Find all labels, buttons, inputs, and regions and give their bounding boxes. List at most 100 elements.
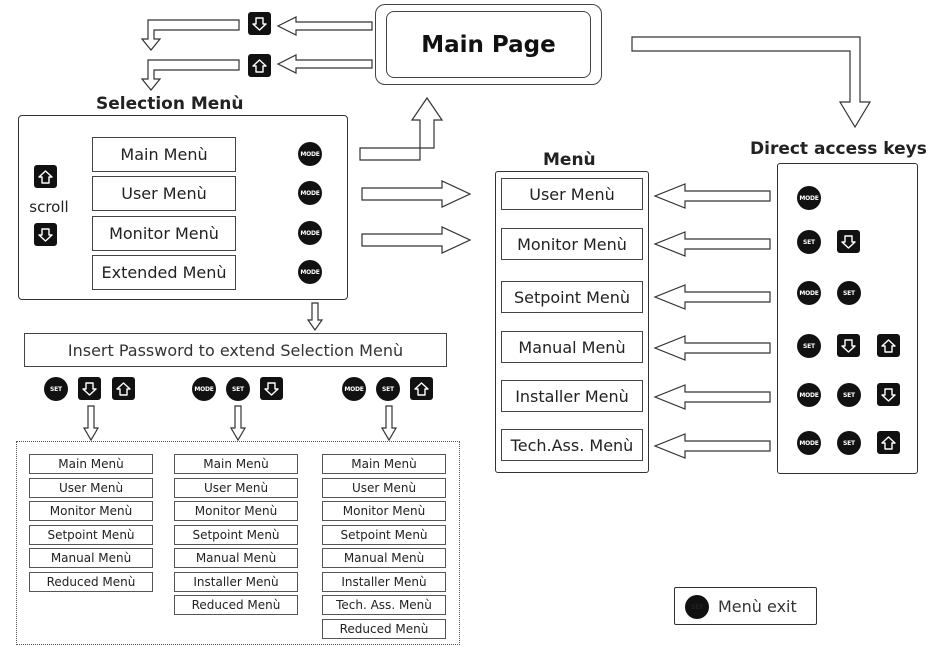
selection-menu-item: Monitor Menù [92,216,236,251]
main-page-down-key-icon [248,12,271,35]
main-to-down-key-arrow [276,16,373,36]
combo-1-up-icon [112,377,135,400]
direct-row-4-up-icon [877,334,900,357]
direct-row-4-set-icon: SET [797,334,821,358]
direct-to-menu-arrow-3 [653,284,771,310]
list-2-item: Installer Menù [174,571,298,592]
password-bar-label: Insert Password to extend Selection Menù [67,340,404,360]
direct-row-3-mode-icon: MODE [797,281,821,305]
selection-to-main-arrow [359,96,444,161]
combo-to-list-arrow-3 [380,405,398,442]
list-3-item: Tech. Ass. Menù [322,595,446,615]
down-arrow-glyph [841,234,856,249]
direct-to-menu-arrow-2 [653,231,771,257]
down-arrow-glyph [252,16,267,31]
direct-row-1-mode-icon: MODE [797,186,821,210]
up-arrow-glyph [881,435,896,450]
selection-to-menu-arrow-1 [361,180,472,208]
list-3-item: User Menù [322,477,446,498]
selection-menu-title: Selection Menù [96,94,244,114]
up-arrow-glyph [116,381,131,396]
direct-access-title: Direct access keys [750,139,927,159]
menu-item: Installer Menù [501,380,643,412]
direct-to-menu-arrow-5 [653,384,771,410]
menu-item: Setpoint Menù [501,281,643,313]
direct-to-menu-arrow-1 [653,183,771,209]
up-arrow-glyph [881,338,896,353]
selection-menu-mode-button-icon: MODE [298,221,322,245]
list-1-item: Main Menù [29,454,153,474]
menu-item: User Menù [501,178,643,210]
direct-row-5-mode-icon: MODE [797,383,821,407]
selection-menu-item: Main Menù [92,137,236,172]
selection-menu-item: User Menù [92,176,236,211]
combo-2-set-icon: SET [226,377,250,401]
list-1-item: Monitor Menù [29,501,153,521]
list-1-item: User Menù [29,477,153,498]
direct-row-5-set-icon: SET [837,383,861,407]
scroll-down-key-icon [34,223,57,246]
up-arrow-glyph [38,169,53,184]
down-arrow-glyph [38,227,53,242]
list-1-item: Setpoint Menù [29,524,153,545]
direct-row-5-down-icon [877,383,900,406]
direct-to-menu-arrow-6 [653,433,771,459]
menu-frame [495,171,649,473]
direct-to-menu-arrow-4 [653,335,771,361]
combo-3-set-icon: SET [376,377,400,401]
selection-to-menu-arrow-2 [361,226,472,254]
up-key-to-selection-arrow [140,59,240,91]
combo-3-mode-icon: MODE [342,377,366,401]
combo-2-down-icon [260,377,283,400]
list-2-item: Manual Menù [174,548,298,568]
direct-row-4-down-icon [837,334,860,357]
down-arrow-glyph [841,338,856,353]
selection-menu-mode-button-icon: MODE [298,181,322,205]
selection-menu-item: Extended Menù [92,255,236,290]
list-2-item: Setpoint Menù [174,524,298,545]
password-bar: Insert Password to extend Selection Menù [24,333,447,367]
list-3-item: Reduced Menù [322,618,446,639]
menu-item: Tech.Ass. Menù [501,429,643,461]
list-2-item: Main Menù [174,454,298,474]
list-2-item: Monitor Menù [174,501,298,521]
combo-1-down-icon [78,377,101,400]
list-3-item: Installer Menù [322,571,446,592]
down-key-to-selection-arrow [140,19,240,51]
direct-row-3-set-icon: SET [837,281,861,305]
main-page-box: Main Page [386,11,591,78]
list-1-item: Manual Menù [29,548,153,568]
list-1-item: Reduced Menù [29,571,153,592]
down-arrow-glyph [881,387,896,402]
up-arrow-glyph [252,58,267,73]
legend-label: Menù exit [718,596,797,616]
main-page-label: Main Page [421,31,556,58]
menu-title: Menù [543,150,596,170]
down-arrow-glyph [82,381,97,396]
direct-row-2-down-icon [837,230,860,253]
direct-row-6-up-icon [877,431,900,454]
main-to-up-key-arrow [276,54,373,74]
scroll-up-key-icon [34,165,57,188]
combo-2-mode-icon: MODE [192,377,216,401]
selection-to-password-arrow [306,302,324,332]
list-3-item: Manual Menù [322,548,446,568]
direct-access-frame [777,163,918,474]
up-arrow-glyph [414,381,429,396]
selection-menu-mode-button-icon: MODE [298,142,322,166]
combo-to-list-arrow-1 [82,405,100,442]
menu-item: Monitor Menù [501,228,643,260]
combo-3-up-icon [410,377,433,400]
down-arrow-glyph [264,381,279,396]
legend-set-button-icon: SET [685,595,709,619]
combo-to-list-arrow-2 [229,405,247,442]
selection-menu-mode-button-icon: MODE [298,260,322,284]
main-page-up-key-icon [248,54,271,77]
direct-row-6-set-icon: SET [837,431,861,455]
list-2-item: Reduced Menù [174,595,298,615]
scroll-label: scroll [29,198,69,216]
list-3-item: Main Menù [322,454,446,474]
list-3-item: Monitor Menù [322,501,446,521]
list-3-item: Setpoint Menù [322,524,446,545]
